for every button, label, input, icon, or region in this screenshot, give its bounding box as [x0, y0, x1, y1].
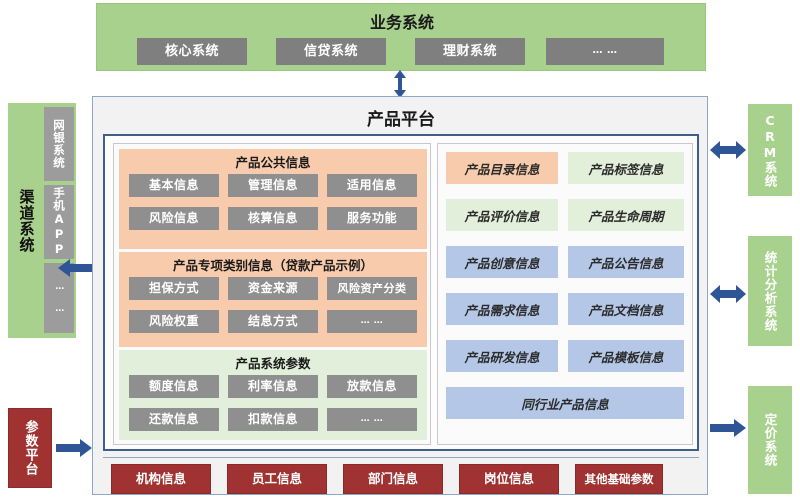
group-public-title: 产品公共信息	[235, 155, 311, 170]
special-item-more[interactable]: … …	[327, 310, 417, 333]
special-item-settlement[interactable]: 结息方式	[228, 310, 318, 333]
arrow-platform-pricing	[710, 418, 746, 438]
parameter-platform-box[interactable]: 参数平台	[8, 408, 52, 488]
base-param-employee[interactable]: 员工信息	[227, 464, 327, 494]
public-item-manage[interactable]: 管理信息	[228, 174, 318, 197]
right-item-rnd[interactable]: 产品研发信息	[446, 340, 558, 372]
right-item-industry-peer[interactable]: 同行业产品信息	[446, 387, 684, 419]
arrow-platform-to-channel	[58, 258, 92, 278]
sysparam-item-more[interactable]: … …	[327, 408, 417, 431]
public-item-service[interactable]: 服务功能	[327, 207, 417, 230]
group-product-system-parameters: 产品系统参数 额度信息 利率信息 放款信息 还款信息 扣款信息 … …	[119, 350, 427, 440]
sysparam-item-deduct[interactable]: 扣款信息	[228, 408, 318, 431]
channel-system-title: 渠道系统	[17, 188, 36, 253]
right-item-document[interactable]: 产品文档信息	[568, 293, 684, 325]
right-item-template[interactable]: 产品模板信息	[568, 340, 684, 372]
public-item-risk[interactable]: 风险信息	[129, 207, 219, 230]
group-sysparam-title: 产品系统参数	[235, 356, 311, 371]
group-product-public-info: 产品公共信息 基本信息 管理信息 适用信息 风险信息 核算信息 服务功能	[119, 149, 427, 249]
arrow-platform-crm	[710, 140, 746, 160]
channel-item-ebank[interactable]: 网银系统	[44, 107, 74, 181]
public-item-account[interactable]: 核算信息	[228, 207, 318, 230]
right-system-pricing[interactable]: 定价系统	[748, 386, 792, 494]
right-system-statistics[interactable]: 统计分析系统	[748, 236, 792, 346]
sysparam-item-limit[interactable]: 额度信息	[129, 375, 219, 398]
sysparam-item-rate[interactable]: 利率信息	[228, 375, 318, 398]
public-item-basic[interactable]: 基本信息	[129, 174, 219, 197]
base-parameters-row: 机构信息 员工信息 部门信息 岗位信息 其他基础参数	[103, 457, 699, 494]
product-platform-title: 产品平台	[367, 110, 435, 130]
base-param-department[interactable]: 部门信息	[343, 464, 443, 494]
arrow-business-to-platform	[392, 70, 408, 98]
group-product-special-category: 产品专项类别信息（贷款产品示例） 担保方式 资金来源 风险资产分类 风险权重 结…	[119, 252, 427, 347]
business-system-item-wealth[interactable]: 理财系统	[415, 38, 525, 65]
base-param-position[interactable]: 岗位信息	[459, 464, 559, 494]
right-item-evaluation[interactable]: 产品评价信息	[446, 199, 558, 231]
channel-system-panel: 渠道系统 网银系统 手机APP … …	[8, 103, 76, 338]
business-system-item-core[interactable]: 核心系统	[137, 38, 247, 65]
product-platform-panel: 产品平台 产品公共信息 基本信息 管理信息 适用信息 风险信息 核算信息 服务功…	[92, 96, 708, 495]
sysparam-item-loan[interactable]: 放款信息	[327, 375, 417, 398]
business-system-item-credit[interactable]: 信贷系统	[276, 38, 386, 65]
base-param-other[interactable]: 其他基础参数	[575, 464, 663, 494]
product-left-column: 产品公共信息 基本信息 管理信息 适用信息 风险信息 核算信息 服务功能 产品专…	[113, 143, 431, 445]
right-item-idea[interactable]: 产品创意信息	[446, 246, 558, 278]
special-item-risk-weight[interactable]: 风险权重	[129, 310, 219, 333]
business-system-panel: 业务系统 核心系统 信贷系统 理财系统 … …	[96, 3, 706, 71]
special-item-fund-source[interactable]: 资金来源	[228, 277, 318, 300]
business-system-title: 业务系统	[369, 13, 434, 32]
special-item-guarantee[interactable]: 担保方式	[129, 277, 219, 300]
base-param-organization[interactable]: 机构信息	[111, 464, 211, 494]
product-right-column: 产品目录信息 产品标签信息 产品评价信息 产品生命周期 产品创意信息 产品公告信…	[437, 143, 693, 445]
group-special-title: 产品专项类别信息（贷款产品示例）	[172, 258, 373, 273]
right-item-lifecycle[interactable]: 产品生命周期	[568, 199, 684, 231]
right-item-catalog[interactable]: 产品目录信息	[446, 152, 558, 184]
channel-item-mobile-app[interactable]: 手机APP	[44, 185, 74, 259]
right-item-requirement[interactable]: 产品需求信息	[446, 293, 558, 325]
product-platform-inner: 产品公共信息 基本信息 管理信息 适用信息 风险信息 核算信息 服务功能 产品专…	[103, 134, 699, 451]
arrow-parameter-to-platform	[56, 438, 92, 458]
right-item-notice[interactable]: 产品公告信息	[568, 246, 684, 278]
public-item-apply[interactable]: 适用信息	[327, 174, 417, 197]
business-system-item-more[interactable]: … …	[546, 38, 664, 65]
sysparam-item-repay[interactable]: 还款信息	[129, 408, 219, 431]
special-item-risk-asset-class[interactable]: 风险资产分类	[327, 277, 417, 300]
arrow-platform-statistics	[710, 284, 746, 304]
right-system-crm[interactable]: CRM系统	[748, 104, 792, 196]
right-item-tag[interactable]: 产品标签信息	[568, 152, 684, 184]
